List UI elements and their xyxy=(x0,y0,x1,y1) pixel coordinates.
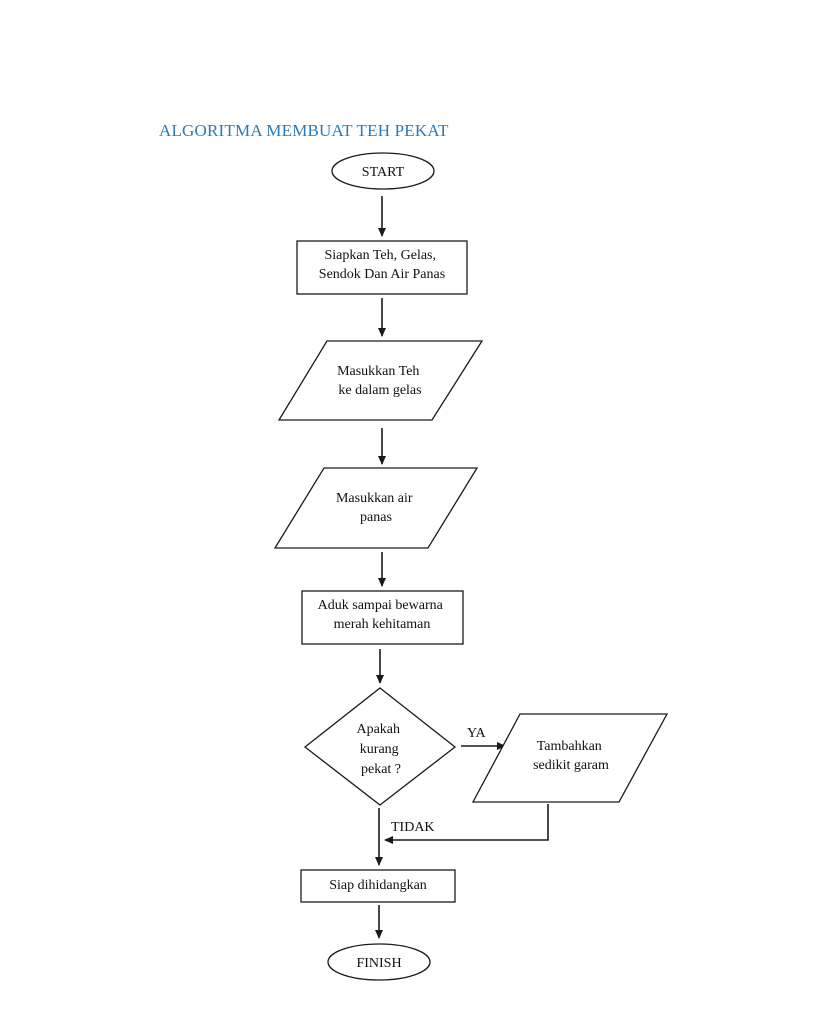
decision-node-text: Apakah kurang pekat ? xyxy=(356,722,403,777)
insert-tea-node: Masukkan Teh ke dalam gelas xyxy=(277,340,484,421)
insert-water-node-text: Masukkan air panas xyxy=(336,491,416,525)
start-node: START xyxy=(331,152,435,190)
add-salt-node-line: Tambahkan xyxy=(537,739,602,754)
finish-node-text: FINISH xyxy=(356,956,401,971)
insert-water-node-line: Masukkan air xyxy=(336,491,413,506)
yes-label: YA xyxy=(467,726,487,741)
decision-node-line: kurang xyxy=(360,742,399,757)
insert-tea-node-text: Masukkan Teh ke dalam gelas xyxy=(337,364,423,398)
decision-node: Apakah kurang pekat ? xyxy=(303,687,457,806)
serve-node: Siap dihidangkan xyxy=(300,869,456,903)
insert-water-node: Masukkan air panas xyxy=(273,467,479,549)
add-salt-node: Tambahkan sedikit garam xyxy=(471,713,669,803)
add-salt-node-text: Tambahkan sedikit garam xyxy=(533,739,609,773)
insert-tea-node-line: ke dalam gelas xyxy=(338,383,421,398)
serve-node-line: Siap dihidangkan xyxy=(329,878,427,893)
add-salt-node-line: sedikit garam xyxy=(533,758,609,773)
stir-node-text: Aduk sampai bewarna merah kehitaman xyxy=(318,598,447,632)
decision-node-line: pekat ? xyxy=(361,762,401,777)
serve-node-text: Siap dihidangkan xyxy=(329,878,427,893)
prepare-node: Siapkan Teh, Gelas, Sendok Dan Air Panas xyxy=(296,240,468,295)
decision-node-line: Apakah xyxy=(356,722,400,737)
insert-tea-node-line: Masukkan Teh xyxy=(337,364,419,379)
prepare-node-line: Siapkan Teh, Gelas, xyxy=(324,248,436,263)
finish-node-line: FINISH xyxy=(356,956,401,971)
prepare-node-text: Siapkan Teh, Gelas, Sendok Dan Air Panas xyxy=(319,248,445,282)
arrow-add-salt-loop-back xyxy=(384,804,549,844)
start-node-text: START xyxy=(362,165,405,180)
stir-node-line: Aduk sampai bewarna xyxy=(318,598,444,613)
prepare-node-line: Sendok Dan Air Panas xyxy=(319,267,445,282)
stir-node: Aduk sampai bewarna merah kehitaman xyxy=(301,590,464,645)
insert-water-node-line: panas xyxy=(360,510,392,525)
start-node-line: START xyxy=(362,165,405,180)
diagram-title: ALGORITMA MEMBUAT TEH PEKAT xyxy=(159,121,449,140)
finish-node: FINISH xyxy=(327,943,431,981)
no-label: TIDAK xyxy=(391,820,435,835)
stir-node-line: merah kehitaman xyxy=(334,617,431,632)
